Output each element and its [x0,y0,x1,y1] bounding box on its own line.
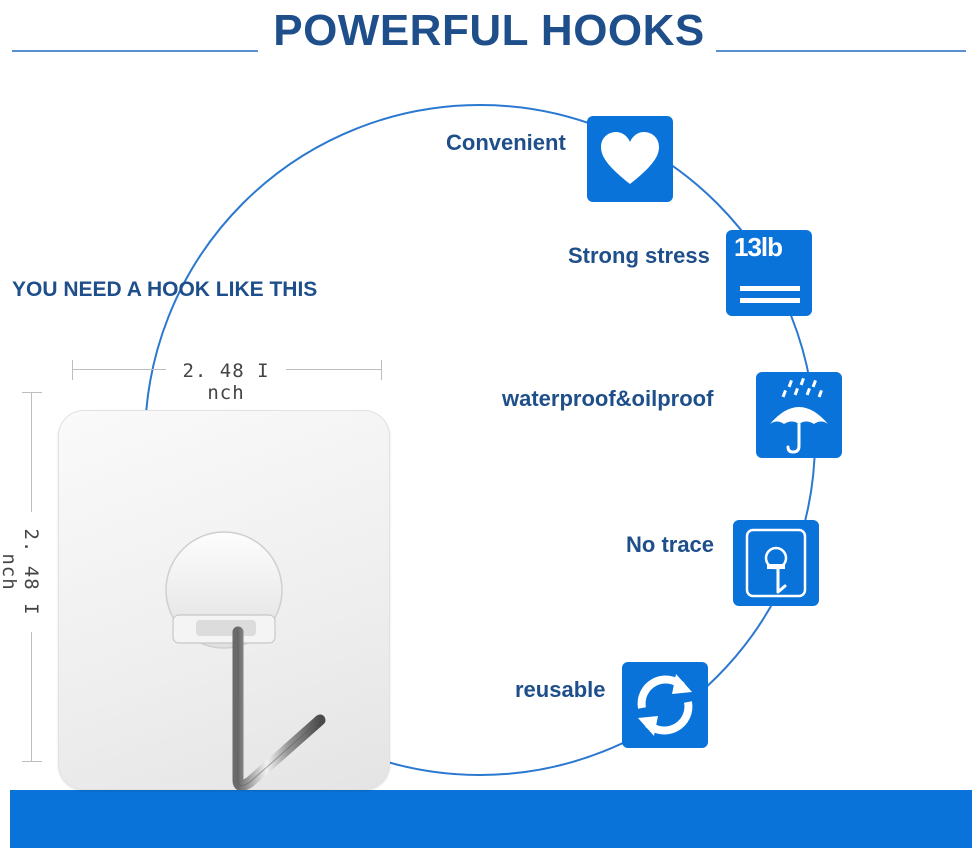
feature-icon-strong-stress: 13lb [726,230,812,316]
hook-frame-icon [745,528,807,598]
weight-icon [740,286,800,303]
feature-label-reusable: reusable [515,677,606,702]
hook-illustration [165,531,326,791]
feature-icon-reusable [622,662,708,748]
weight-value: 13lb [734,232,783,262]
feature-label-waterproof: waterproof&oilproof [502,386,714,411]
page-title: POWERFUL HOOKS [273,6,705,55]
heart-icon [601,132,659,184]
height-dimension: 2. 48 I nch [0,392,42,762]
feature-label-convenient: Convenient [446,130,566,155]
feature-icon-convenient [587,116,673,202]
height-label: 2. 48 I nch [0,512,42,632]
umbrella-rain-icon [770,377,828,454]
width-label: 2. 48 I nch [166,360,286,404]
feature-icon-no-trace [733,520,819,606]
title-rule-right [716,50,966,52]
width-dimension: 2. 48 I nch [72,360,382,404]
bottom-bar [10,790,972,848]
title-area: POWERFUL HOOKS [0,0,978,70]
feature-icon-waterproof [756,372,842,458]
refresh-icon [637,674,693,736]
hook-plate [58,410,390,791]
title-rule-left [12,50,258,52]
subtitle: YOU NEED A HOOK LIKE THIS [12,278,318,301]
feature-label-no-trace: No trace [626,532,715,557]
feature-label-strong-stress: Strong stress [568,243,710,268]
